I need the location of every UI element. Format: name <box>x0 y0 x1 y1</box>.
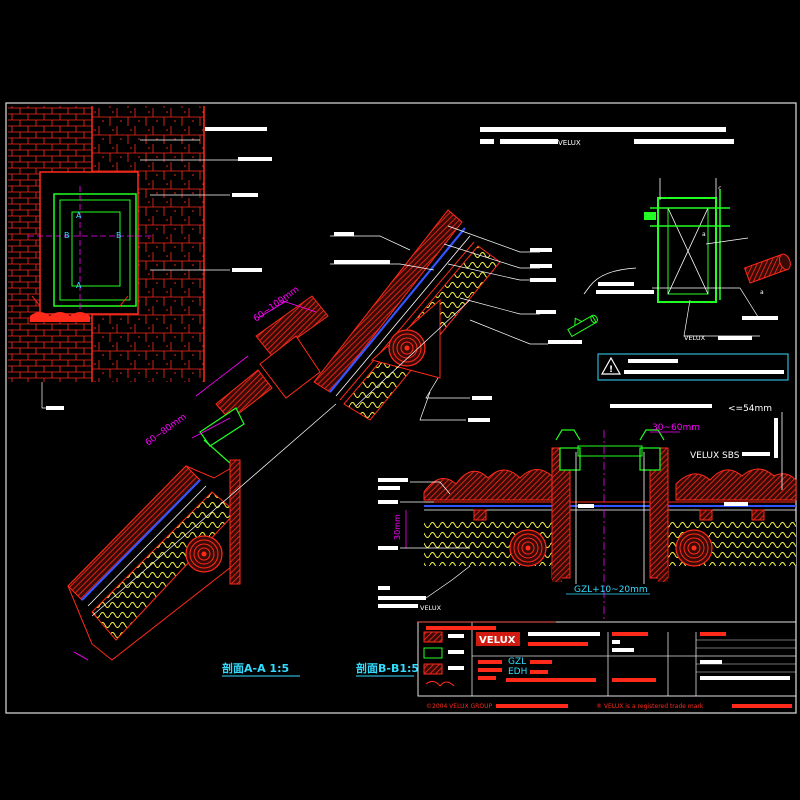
install-frame-detail: c a a <box>567 178 791 338</box>
section-b-note-velux: VELUX <box>420 604 442 612</box>
svg-text:!: ! <box>609 365 613 375</box>
roof-elevation-view: A A B B <box>8 106 272 410</box>
velux-sbs-label: VELUX SBS <box>690 451 740 461</box>
velux-logo <box>476 632 520 646</box>
dim-30-60: 30~60mm <box>652 423 700 433</box>
footer-copyright: ©2004 VELUX GROUP <box>426 703 492 710</box>
svg-text:c: c <box>718 185 722 192</box>
section-title-a-a: 剖面A-A 1:5 <box>222 661 289 675</box>
warning-note: ! <box>597 353 789 381</box>
dim-30: 30mm <box>393 514 402 540</box>
section-b-b-drawing: GZL+10~20mm 30~60mm VELUX SBS 30mm <box>393 412 797 620</box>
section-b-notes <box>378 404 748 608</box>
dim-60-80: 60~80mm <box>144 412 189 448</box>
drawing-border <box>5 102 797 714</box>
svg-text:a: a <box>760 289 764 296</box>
velux-note-brand: VELUX <box>558 139 581 147</box>
section-marker-b-left: B <box>64 231 70 240</box>
product-edh: EDH <box>508 667 527 677</box>
section-marker-a-top: A <box>76 211 82 220</box>
section-a-callout-labels <box>334 232 582 422</box>
section-title-b-b: 剖面B-B1:5 <box>356 661 419 675</box>
product-gzl: GZL <box>508 657 526 667</box>
title-block: VELUX GZL EDH <box>417 621 797 697</box>
section-marker-a-bottom: A <box>76 281 82 290</box>
install-detail-labels <box>596 282 778 340</box>
install-detail-velux: VELUX <box>684 334 706 342</box>
dim-54: <=54mm <box>728 404 772 414</box>
top-note-text <box>480 127 734 144</box>
velux-logo-text: VELUX <box>479 635 516 646</box>
svg-text:a: a <box>702 231 706 238</box>
section-a-a-drawing: 60~100mm 60~80mm <box>67 209 501 661</box>
section-marker-b-right: B <box>116 231 122 240</box>
footer-trademark: ® VELUX is a registered trade mark <box>596 703 704 710</box>
dim-gzl: GZL+10~20mm <box>574 585 648 595</box>
